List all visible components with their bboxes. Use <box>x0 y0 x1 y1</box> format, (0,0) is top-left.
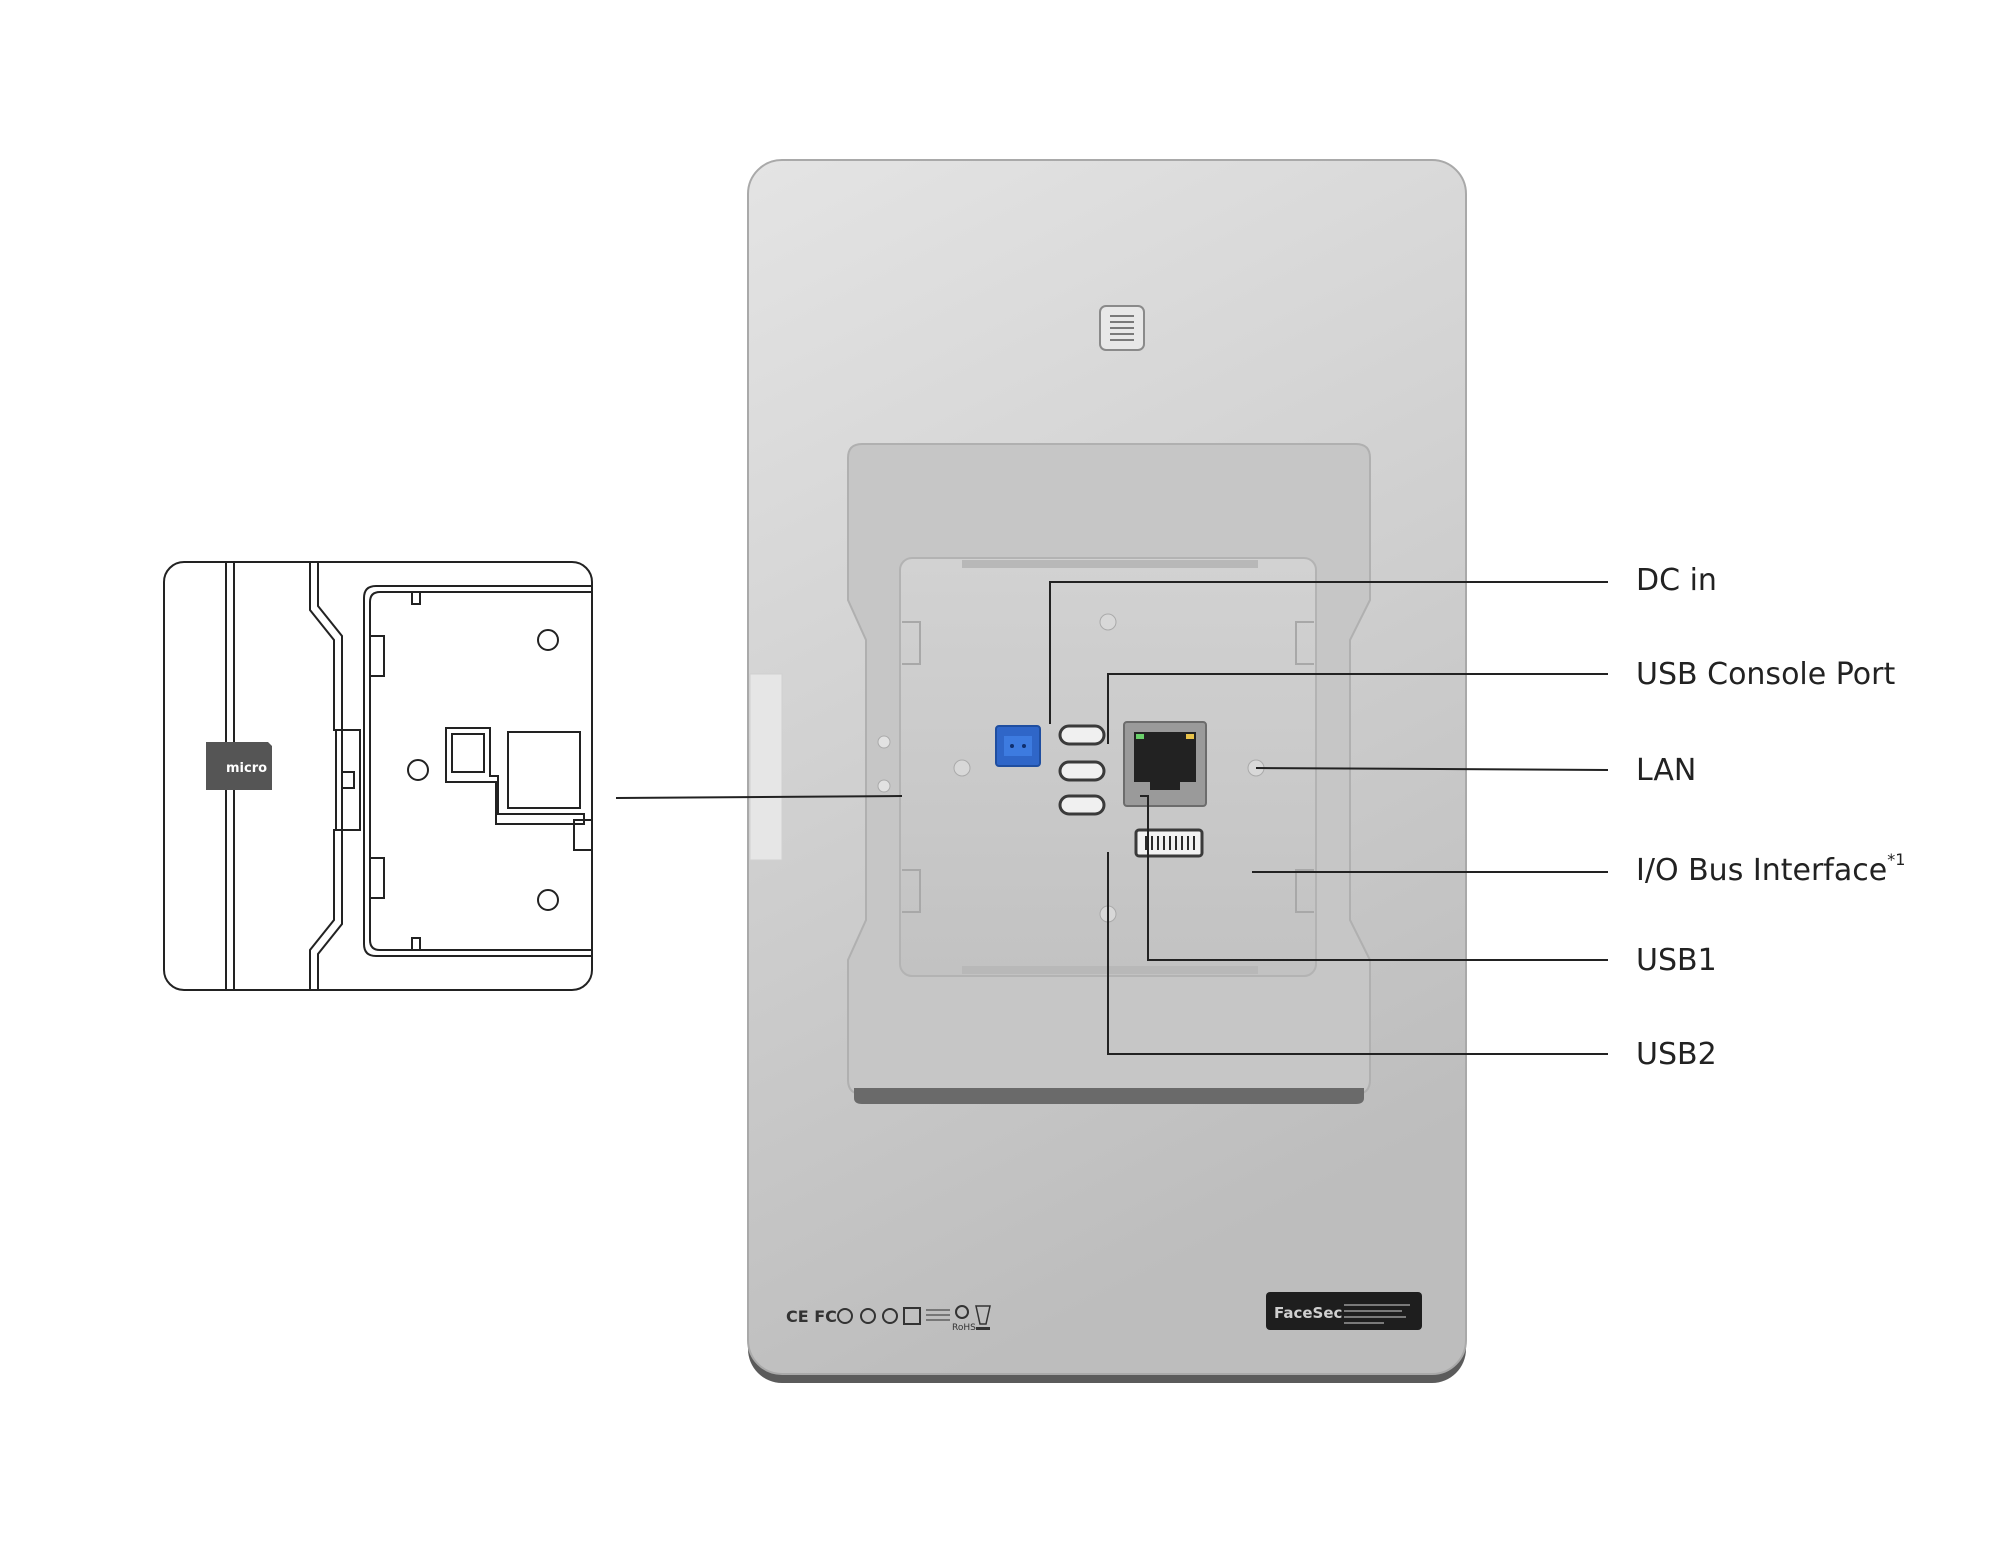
svg-text:FaceSec: FaceSec <box>1274 1304 1342 1322</box>
lan-port <box>1123 721 1207 807</box>
dc-in-connector <box>995 725 1041 767</box>
label-dc-in: DC in <box>1636 563 1717 598</box>
svg-text:CE FC: CE FC <box>786 1307 837 1326</box>
usb-c-ports <box>1058 724 1106 816</box>
svg-text:RoHS: RoHS <box>952 1323 976 1333</box>
label-usb1: USB1 <box>1636 943 1717 978</box>
callout-line-sd <box>615 795 903 799</box>
label-lan: LAN <box>1636 753 1697 788</box>
label-io-bus-text: I/O Bus Interface <box>1636 853 1888 888</box>
label-io-bus-interface: I/O Bus Interface*1 <box>1636 852 1905 888</box>
speaker-grille-icon <box>1099 305 1145 351</box>
callout-line-usb2 <box>1107 852 1608 1055</box>
micro-sd-card-icon: micro SD <box>206 742 292 790</box>
port-plate <box>877 557 1317 977</box>
sd-card-inset <box>163 561 593 991</box>
io-bus-connector <box>1134 828 1204 858</box>
certification-marks: CE FC RoHS <box>786 1305 991 1333</box>
callout-line-dc-in <box>1049 581 1608 724</box>
callout-line-usb1 <box>1140 795 1608 961</box>
label-usb-console-port: USB Console Port <box>1636 657 1896 692</box>
callout-line-usb-console <box>1107 673 1608 744</box>
callout-line-lan <box>1255 767 1609 771</box>
callout-lines <box>615 581 1609 1055</box>
label-io-bus-footnote: *1 <box>1887 850 1906 869</box>
svg-text:micro SD: micro SD <box>226 761 292 776</box>
brand-label: FaceSec <box>1266 1292 1422 1330</box>
label-usb2: USB2 <box>1636 1037 1717 1072</box>
